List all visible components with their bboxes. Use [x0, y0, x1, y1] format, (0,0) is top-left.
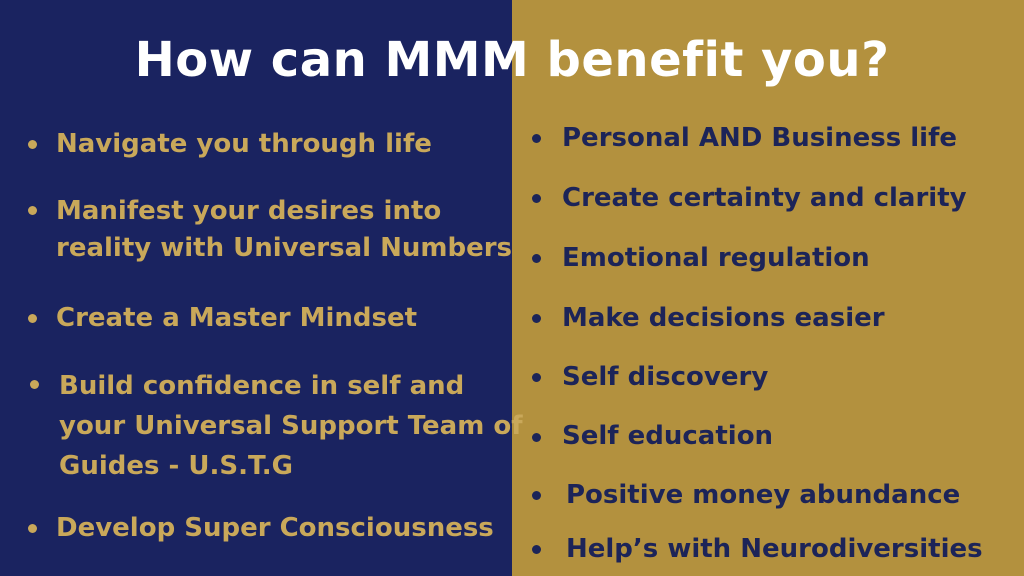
bullet-icon [28, 314, 37, 323]
list-item: Develop Super Consciousness [56, 510, 494, 547]
list-item: Emotional regulation [562, 240, 870, 277]
list-item: Personal AND Business life [562, 120, 957, 157]
list-item-line: Manifest your desires into [56, 196, 442, 226]
bullet-icon [532, 491, 541, 500]
list-item-line: Guides - U.S.T.G [59, 451, 293, 481]
list-item-line: Positive money abundance [566, 480, 961, 510]
list-item: Build confidence in self and your Univer… [59, 366, 523, 486]
right-panel [512, 0, 1024, 576]
bullet-icon [28, 206, 37, 215]
bullet-icon [532, 194, 541, 203]
list-item-line: Create certainty and clarity [562, 183, 967, 213]
left-panel [0, 0, 512, 576]
bullet-icon [532, 254, 541, 263]
list-item-line: Self education [562, 421, 774, 451]
list-item-line: Help’s with Neurodiversities [566, 534, 983, 564]
bullet-icon [30, 380, 39, 389]
list-item-line: Create a Master Mindset [56, 303, 418, 333]
bullet-icon [28, 524, 37, 533]
list-item: Help’s with Neurodiversities [566, 531, 983, 568]
list-item-line: Personal AND Business life [562, 123, 958, 153]
list-item-line: reality with Universal Numbers [56, 233, 513, 263]
bullet-icon [532, 373, 541, 382]
list-item-line: your Universal Support Team of [59, 411, 523, 441]
bullet-icon [532, 545, 541, 554]
list-item: Self education [562, 418, 773, 455]
bullet-icon [532, 134, 541, 143]
list-item-line: Develop Super Consciousness [56, 513, 494, 543]
list-item: Navigate you through life [56, 126, 432, 163]
list-item: Create certainty and clarity [562, 180, 967, 217]
list-item-line: Build confidence in self and [59, 371, 465, 401]
list-item: Make decisions easier [562, 300, 885, 337]
list-item: Positive money abundance [566, 477, 960, 514]
list-item: Manifest your desires into reality with … [56, 193, 512, 267]
bullet-icon [532, 433, 541, 442]
page-title: How can MMM benefit you? [134, 32, 890, 88]
list-item-line: Make decisions easier [562, 303, 885, 333]
bullet-icon [28, 140, 37, 149]
list-item-line: Navigate you through life [56, 129, 432, 159]
list-item-line: Emotional regulation [562, 243, 870, 273]
list-item: Create a Master Mindset [56, 300, 417, 337]
bullet-icon [532, 314, 541, 323]
list-item-line: Self discovery [562, 362, 769, 392]
list-item: Self discovery [562, 359, 768, 396]
